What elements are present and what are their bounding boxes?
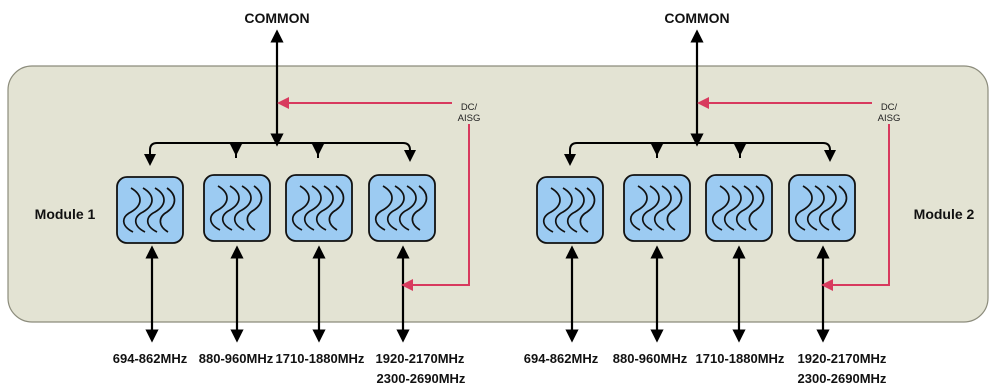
- module-2-group: COMMON DC/ AISG Module 2 69: [524, 10, 975, 386]
- filter-1-3: [285, 174, 353, 242]
- band-label-2-4: 1920-2170MHz: [798, 351, 887, 366]
- module-label-1: Module 1: [35, 206, 96, 222]
- band-label-1-4: 1920-2170MHz: [376, 351, 465, 366]
- dc-label-2: DC/: [881, 102, 898, 113]
- filter-1-1: [116, 176, 184, 244]
- band-label-1-2: 880-960MHz: [199, 351, 274, 366]
- module-1-group: COMMON DC/ AISG: [35, 10, 486, 386]
- band-label-2-1: 694-862MHz: [524, 351, 599, 366]
- filter-2-2: [623, 174, 691, 242]
- band-label-2-3: 1710-1880MHz: [696, 351, 785, 366]
- filter-2-4: [788, 174, 856, 242]
- dc-label-1: DC/: [461, 102, 478, 113]
- filter-2-1: [536, 176, 604, 244]
- common-label-1: COMMON: [244, 10, 309, 26]
- common-label-2: COMMON: [664, 10, 729, 26]
- band-label-1-1: 694-862MHz: [113, 351, 188, 366]
- band-label-1-3: 1710-1880MHz: [276, 351, 365, 366]
- filter-1-4: [368, 174, 436, 242]
- band-label-2-2: 880-960MHz: [613, 351, 688, 366]
- splitter-branch-1b: [229, 143, 243, 158]
- module-label-2: Module 2: [914, 206, 975, 222]
- aisg-label-1: AISG: [458, 113, 481, 124]
- band-label-2-4b: 2300-2690MHz: [798, 371, 887, 386]
- filter-1-2: [203, 174, 271, 242]
- filter-2-3: [705, 174, 773, 242]
- band-label-1-4b: 2300-2690MHz: [377, 371, 466, 386]
- aisg-label-2: AISG: [878, 113, 901, 124]
- splitter-branch-2b: [650, 143, 664, 158]
- dc-aisg-path-1: [277, 97, 470, 291]
- dc-aisg-path-2: [697, 97, 890, 291]
